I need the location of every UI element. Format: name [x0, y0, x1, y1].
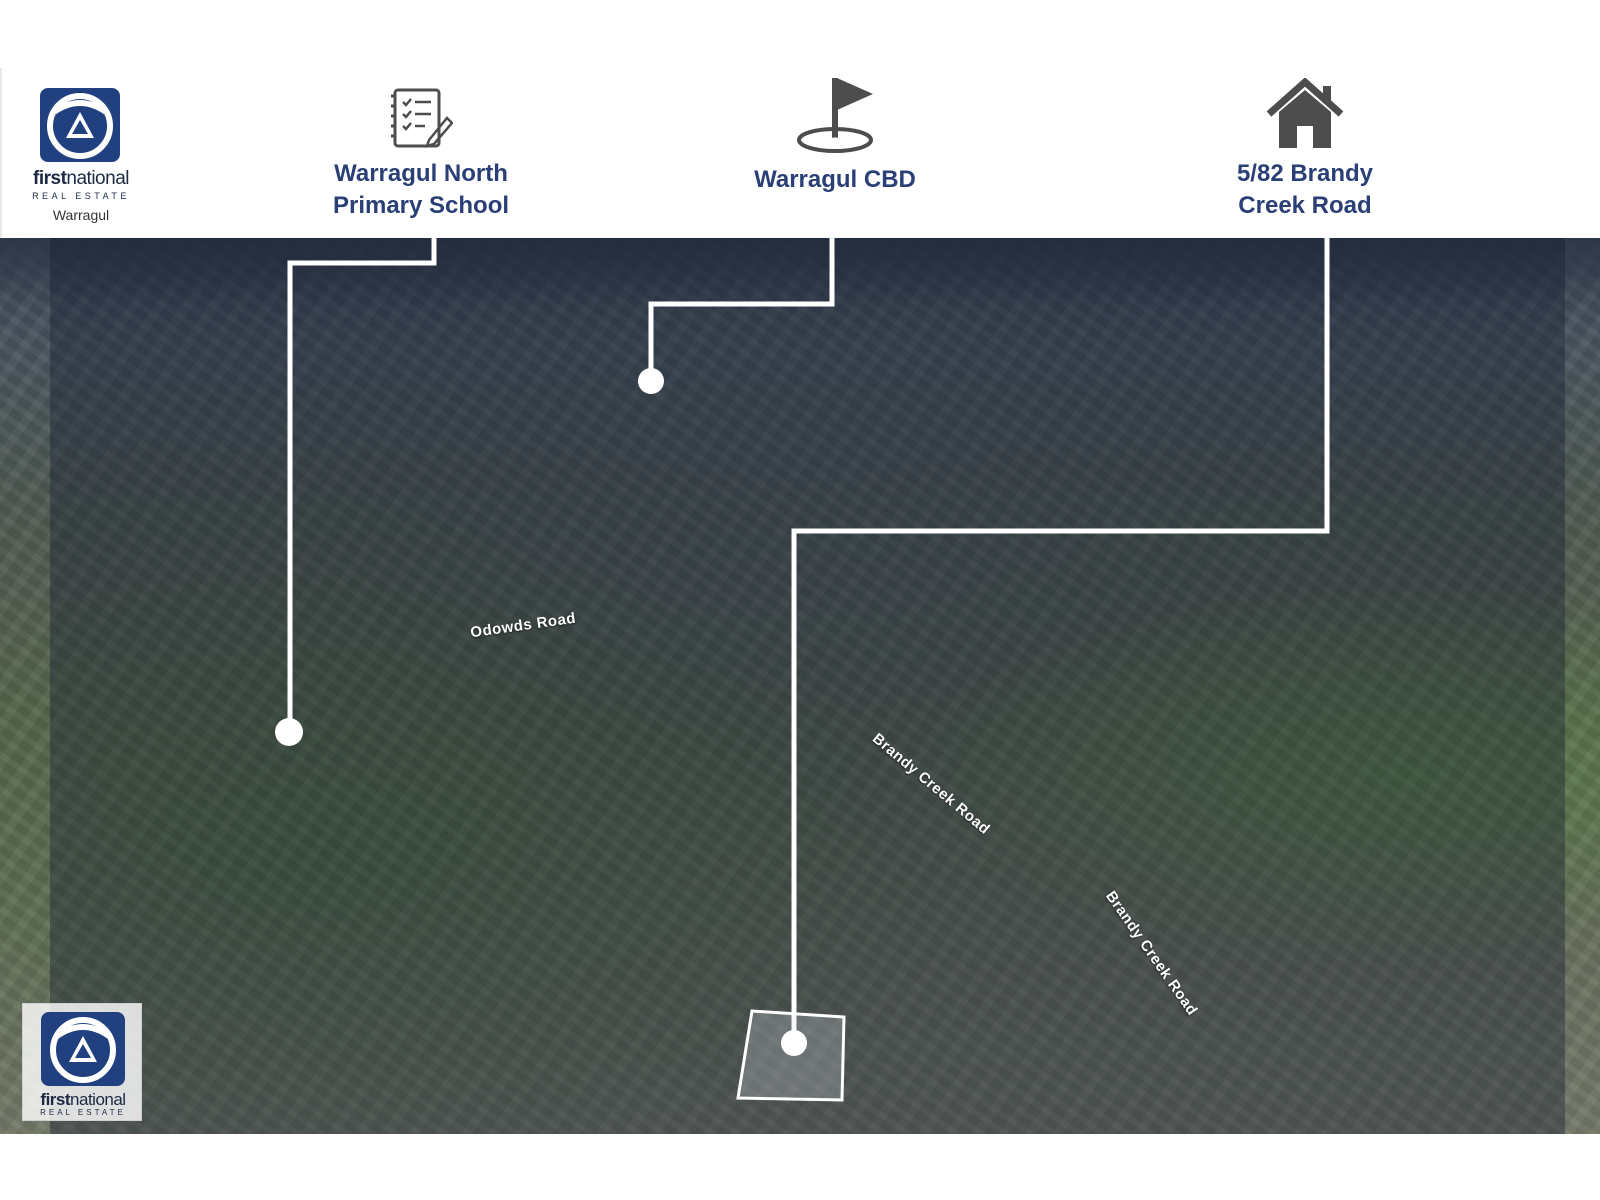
watermark-name: firstnational	[40, 1090, 126, 1109]
header-band	[0, 68, 1600, 238]
poi-school: Warragul North Primary School	[316, 86, 526, 222]
poi-property-line1: 5/82 Brandy	[1236, 160, 1374, 187]
poi-cbd-line1: Warragul CBD	[754, 166, 916, 193]
footer-band	[0, 1134, 1600, 1200]
poi-property: 5/82 Brandy Creek Road	[1200, 78, 1410, 222]
watermark-logo: firstnational REAL ESTATE	[22, 1003, 142, 1121]
poi-cbd: Warragul CBD	[730, 74, 940, 196]
brand-text: firstnational REAL ESTATE Warragul	[2, 168, 160, 223]
property-marker	[781, 1030, 807, 1056]
school-connector-line	[287, 238, 437, 732]
poi-school-line1: Warragul North	[334, 160, 508, 187]
brand-location: Warragul	[52, 207, 110, 223]
flag-icon	[797, 78, 873, 153]
cbd-connector-line	[648, 238, 835, 380]
brand-subtitle: REAL ESTATE	[32, 191, 130, 201]
watermark-subtitle: REAL ESTATE	[40, 1108, 126, 1117]
first-national-logo-icon	[40, 88, 120, 162]
poi-property-line2: Creek Road	[1238, 192, 1372, 219]
watermark-logo-icon	[41, 1012, 125, 1086]
aerial-texture	[0, 238, 1600, 1134]
cbd-marker	[638, 368, 664, 394]
house-icon	[1266, 78, 1344, 148]
photo-dim-overlay	[50, 238, 1565, 1134]
poi-school-line2: Primary School	[332, 192, 510, 219]
property-connector-line	[791, 238, 1330, 1043]
school-marker	[275, 718, 303, 746]
brand-name: firstnational	[33, 168, 129, 189]
brand-logo: firstnational REAL ESTATE Warragul	[0, 68, 152, 238]
horizon-shade	[0, 238, 1600, 308]
checklist-icon	[391, 88, 453, 148]
aerial-photo	[0, 238, 1600, 1134]
